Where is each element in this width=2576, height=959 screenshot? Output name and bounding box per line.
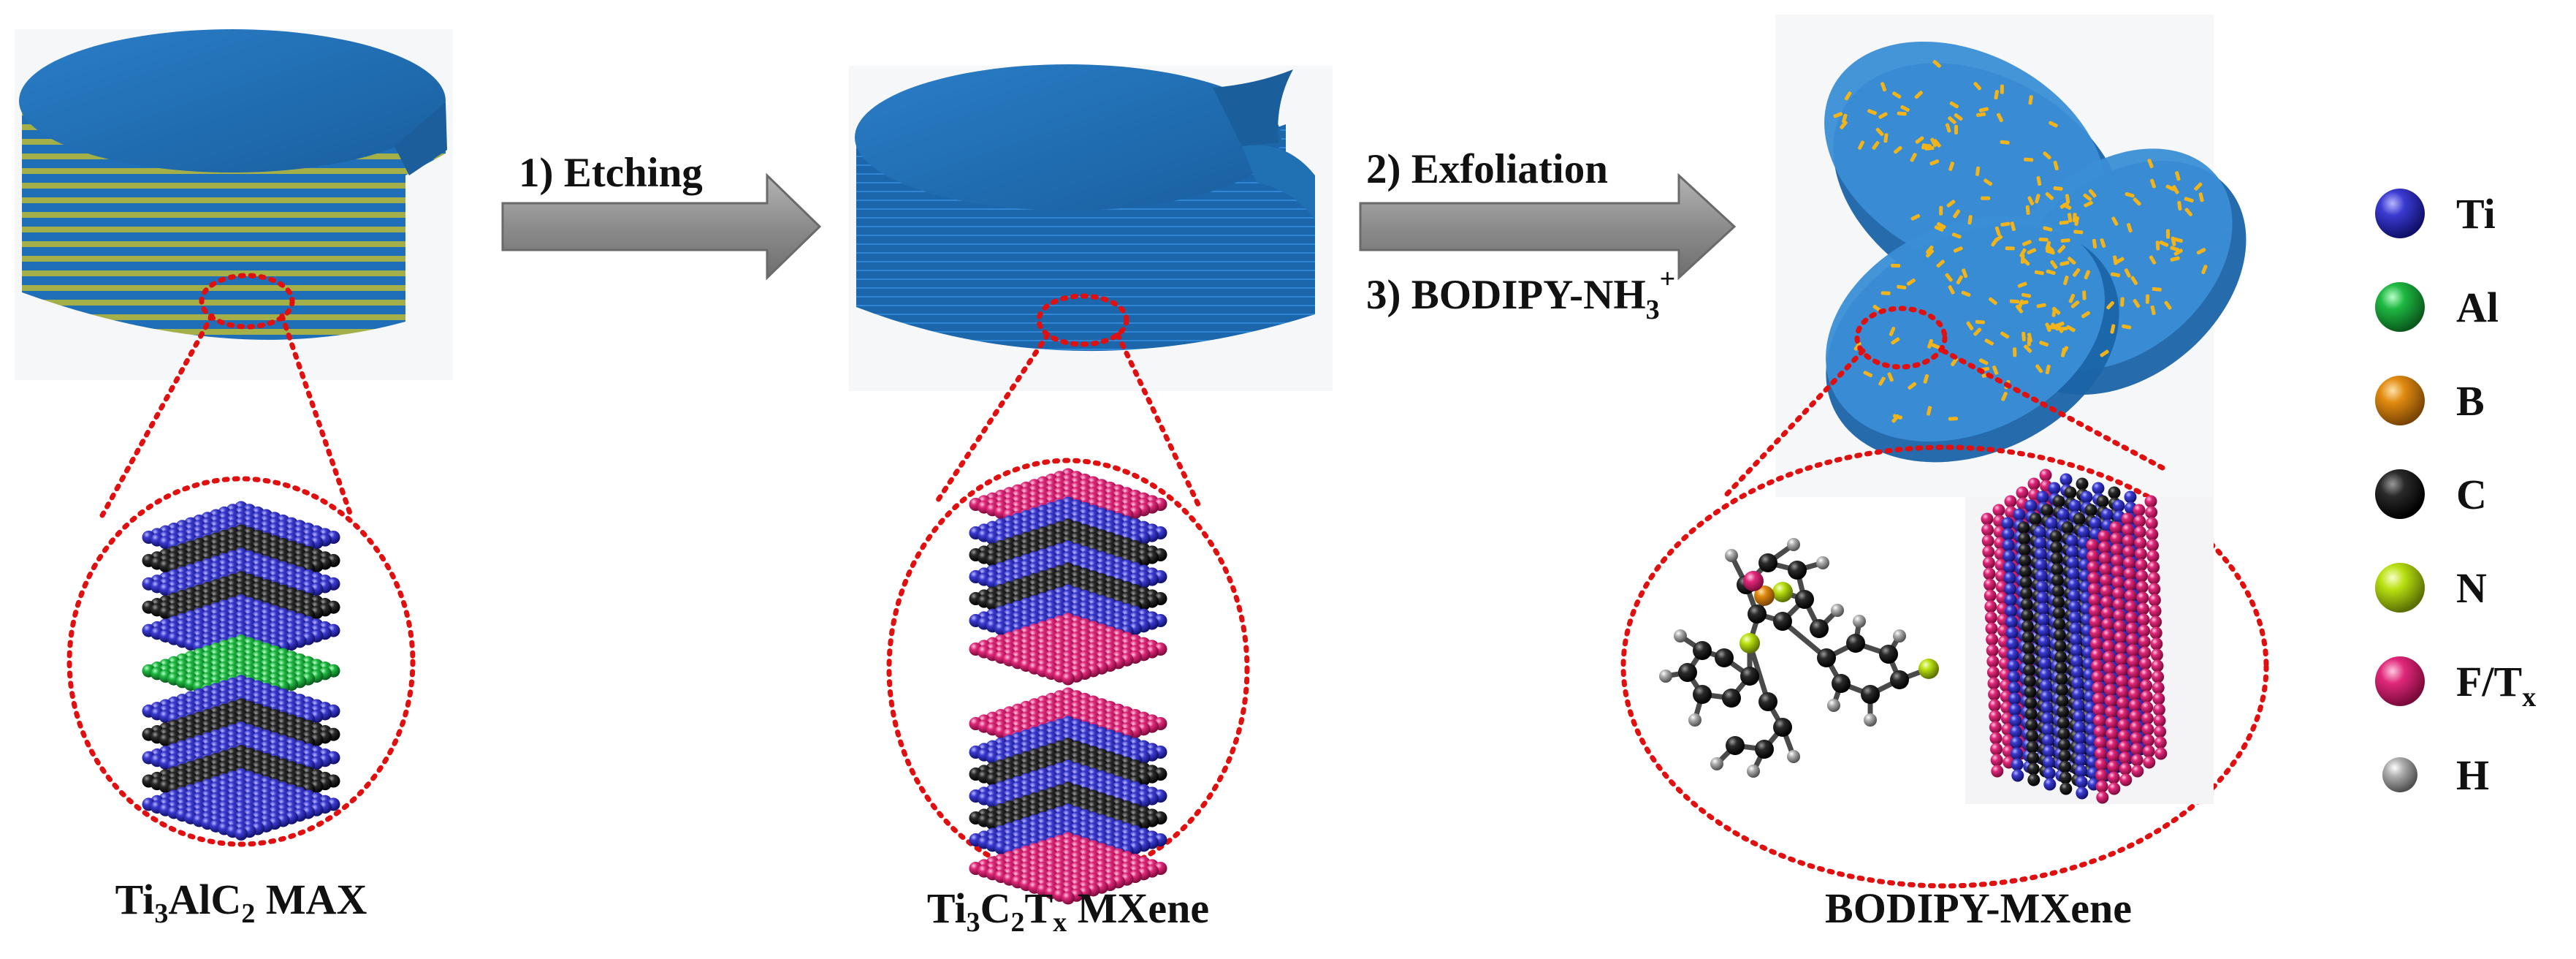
max-layer-ti <box>142 767 340 841</box>
max-phase-stage <box>15 29 453 847</box>
orange-sphere-icon <box>2375 376 2425 425</box>
legend-label: Ti <box>2456 190 2496 238</box>
max-flake-stack <box>19 29 447 340</box>
molecule-atoms <box>1659 538 1939 778</box>
max-zoom-line-left <box>99 313 215 518</box>
pink-sphere-icon <box>2375 656 2425 706</box>
exfoliation-arrow[interactable] <box>1359 173 1737 281</box>
bodipy-dye-molecules <box>1833 60 2208 423</box>
gray-sphere-icon <box>2382 757 2417 792</box>
blue-sphere-icon <box>2375 189 2425 238</box>
mxene-zoom-line-right <box>1115 332 1201 507</box>
etching-arrow[interactable] <box>501 173 822 281</box>
legend-item-al: Al <box>2375 282 2499 332</box>
legend-label: Al <box>2456 284 2499 331</box>
etching-step-label: 1) Etching <box>519 150 703 196</box>
legend-label: C <box>2456 471 2487 518</box>
legend-item-c: C <box>2375 469 2487 519</box>
mxene-layer-f <box>969 613 1167 686</box>
bodipy-zoom-circle <box>1620 444 2269 889</box>
bodipy-mxene-stage <box>1620 15 2269 889</box>
legend-label: F/Tx <box>2456 658 2536 713</box>
bodipy-step-label: 3) BODIPY-NH3+ <box>1366 264 1675 325</box>
bodipy-zoom-spot <box>1854 306 1948 370</box>
bodipy-zoom-line-left <box>1721 348 1866 500</box>
yellow-green-sphere-icon <box>2375 563 2425 613</box>
black-sphere-icon <box>2375 469 2425 519</box>
mxene-zoom-spot <box>1036 293 1129 347</box>
mxene-stage-label: Ti3C2Tx MXene <box>927 884 1209 938</box>
mxene-slab-model <box>1965 469 2214 804</box>
max-stage-label: Ti3AlC2 MAX <box>115 876 367 929</box>
legend-item-b: B <box>2375 376 2485 425</box>
legend-item-f: F/Tx <box>2375 656 2536 713</box>
bodipy-mxene-stage-label: BODIPY-MXene <box>1825 884 2132 932</box>
slab-column-f <box>2086 495 2168 804</box>
legend-item-ti: Ti <box>2375 189 2496 238</box>
bodipy-molecule-model <box>1659 538 1939 778</box>
legend-label: N <box>2456 564 2487 612</box>
mxene-stage <box>849 64 1333 905</box>
legend-label: B <box>2456 377 2485 425</box>
legend-label: H <box>2456 751 2489 799</box>
green-sphere-icon <box>2375 282 2425 332</box>
legend-item-h: H <box>2382 751 2489 799</box>
mxene-flake-stack <box>855 64 1315 352</box>
mxene-atomic-layers <box>969 468 1167 905</box>
bodipy-zoom-line-right <box>1940 348 2165 471</box>
legend-item-n: N <box>2375 563 2487 613</box>
max-zoom-circle <box>66 476 416 847</box>
max-zoom-line-right <box>279 313 354 518</box>
max-atomic-layers <box>142 501 340 841</box>
mxene-layer-f <box>969 832 1167 905</box>
mxene-zoom-line-left <box>932 332 1051 507</box>
exfoliation-step-label: 2) Exfoliation <box>1366 146 1608 192</box>
max-zoom-spot <box>199 273 295 330</box>
